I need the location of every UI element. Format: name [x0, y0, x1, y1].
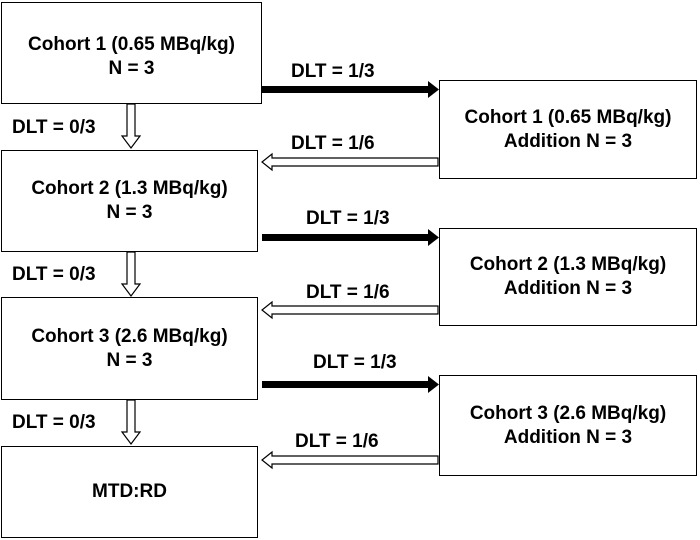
return-arrow-3 — [261, 450, 439, 470]
expand-label-1: DLT = 1/3 — [291, 61, 375, 82]
escalate-arrow-3 — [120, 399, 142, 445]
escalate-label-1: DLT = 0/3 — [12, 117, 96, 138]
mtd-rd-box: MTD:RD — [1, 446, 258, 538]
cohort-2-addition-n: Addition N = 3 — [503, 278, 633, 299]
expand-arrow-2 — [262, 229, 439, 246]
cohort-2-title: Cohort 2 (1.3 MBq/kg) — [31, 178, 228, 200]
return-label-1: DLT = 1/6 — [291, 133, 375, 154]
expand-label-3: DLT = 1/3 — [313, 352, 397, 373]
escalate-arrow-2 — [120, 251, 142, 297]
mtd-rd-label: MTD:RD — [92, 481, 167, 503]
cohort-3-addition-box: Cohort 3 (2.6 MBq/kg) Addition N = 3 — [439, 375, 697, 476]
expand-arrow-3 — [262, 376, 439, 393]
cohort-2-addition-box: Cohort 2 (1.3 MBq/kg) Addition N = 3 — [439, 228, 697, 326]
return-arrow-1 — [261, 152, 439, 172]
cohort-1-box: Cohort 1 (0.65 MBq/kg) N = 3 — [1, 2, 262, 104]
escalate-label-3: DLT = 0/3 — [12, 412, 96, 433]
cohort-3-box: Cohort 3 (2.6 MBq/kg) N = 3 — [1, 297, 258, 400]
cohort-1-n: N = 3 — [108, 57, 155, 79]
cohort-3-addition-title: Cohort 3 (2.6 MBq/kg) — [469, 402, 667, 424]
cohort-1-title: Cohort 1 (0.65 MBq/kg) — [28, 34, 235, 55]
cohort-3-title: Cohort 3 (2.6 MBq/kg) — [31, 325, 228, 347]
cohort-1-addition-title: Cohort 1 (0.65 MBq/kg) — [464, 106, 672, 128]
return-arrow-2 — [261, 300, 439, 320]
escalate-label-2: DLT = 0/3 — [12, 264, 96, 285]
return-label-3: DLT = 1/6 — [295, 431, 379, 452]
expand-label-2: DLT = 1/3 — [306, 208, 390, 229]
cohort-2-n: N = 3 — [106, 202, 153, 223]
return-label-2: DLT = 1/6 — [306, 282, 390, 303]
cohort-3-n: N = 3 — [106, 349, 153, 371]
cohort-1-addition-box: Cohort 1 (0.65 MBq/kg) Addition N = 3 — [439, 80, 697, 179]
expand-arrow-1 — [262, 81, 439, 98]
cohort-2-box: Cohort 2 (1.3 MBq/kg) N = 3 — [1, 150, 258, 252]
cohort-1-addition-n: Addition N = 3 — [503, 130, 633, 152]
cohort-3-addition-n: Addition N = 3 — [503, 426, 633, 448]
cohort-2-addition-title: Cohort 2 (1.3 MBq/kg) — [469, 254, 667, 276]
escalate-arrow-1 — [120, 103, 142, 149]
